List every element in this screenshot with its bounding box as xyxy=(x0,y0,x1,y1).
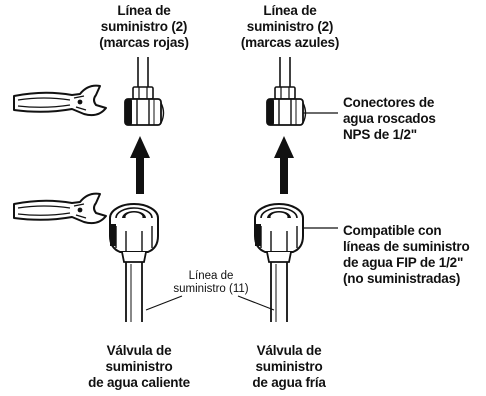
supply-line-red-label: Línea de suministro (2) (marcas rojas) xyxy=(99,3,189,50)
hex-nut-connector-icon-left xyxy=(124,56,165,126)
hot-water-valve-label: Válvula de suministro de agua caliente xyxy=(88,343,190,390)
fip-compatible-label: Compatible con líneas de suministro de a… xyxy=(343,223,470,286)
wrench-icon-upper xyxy=(13,84,107,117)
valve-fitting-icon-hot xyxy=(109,203,159,323)
wrench-icon-lower xyxy=(13,192,107,225)
supply-line-11-label: Línea de suministro (11) xyxy=(173,270,249,295)
supply-line-blue-label: Línea de suministro (2) (marcas azules) xyxy=(240,3,340,50)
valve-fitting-icon-cold xyxy=(254,203,304,323)
hex-nut-connector-icon-right xyxy=(266,56,307,126)
arrow-up-icon-left xyxy=(130,136,150,194)
leader-line-supply-right xyxy=(237,295,275,311)
cold-water-valve-label: Válvula de suministro de agua fría xyxy=(252,343,326,390)
threaded-connectors-label: Conectores de agua roscados NPS de 1/2" xyxy=(343,95,436,142)
leader-line-supply-left xyxy=(145,295,183,311)
arrow-up-icon-right xyxy=(274,136,294,194)
